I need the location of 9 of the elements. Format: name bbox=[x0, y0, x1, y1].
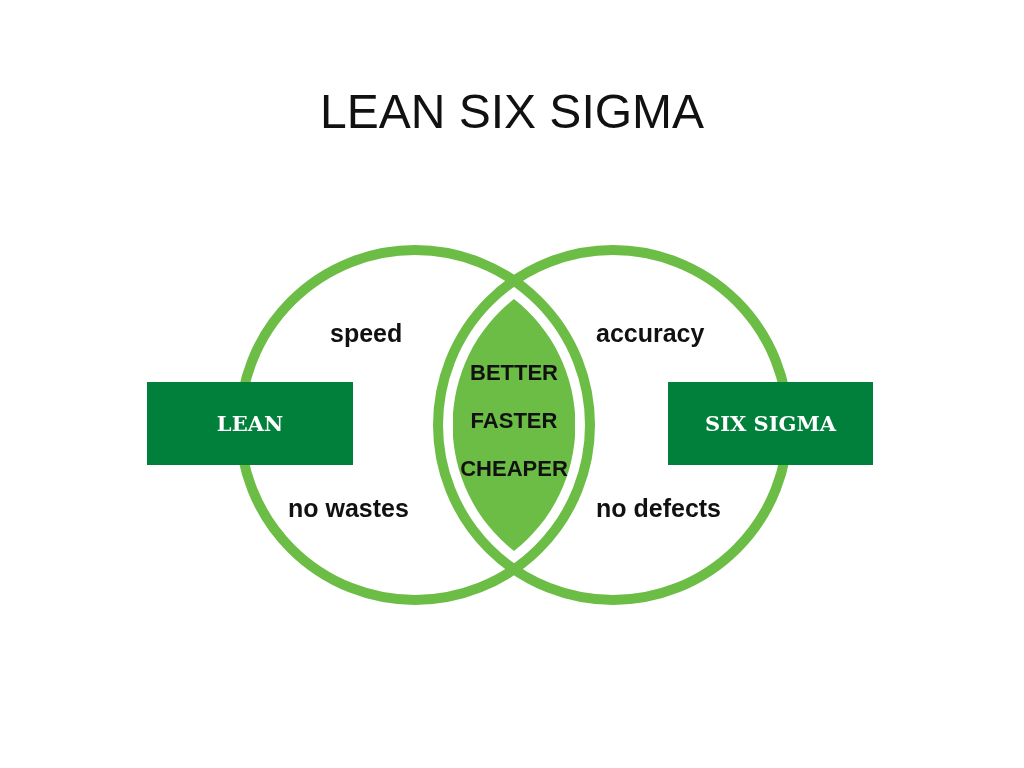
label-banner: SIX SIGMA bbox=[668, 382, 873, 465]
overlap-lens bbox=[453, 299, 575, 551]
trait-text: no defects bbox=[596, 493, 722, 523]
diagram-title: LEAN SIX SIGMA bbox=[318, 84, 706, 140]
trait-text: no wastes bbox=[288, 493, 409, 523]
label-banner: LEAN bbox=[147, 382, 353, 465]
trait-text: speed bbox=[330, 318, 403, 348]
trait-text: accuracy bbox=[596, 318, 705, 348]
outcome-text: BETTER FASTER CHEAPER bbox=[459, 359, 569, 483]
